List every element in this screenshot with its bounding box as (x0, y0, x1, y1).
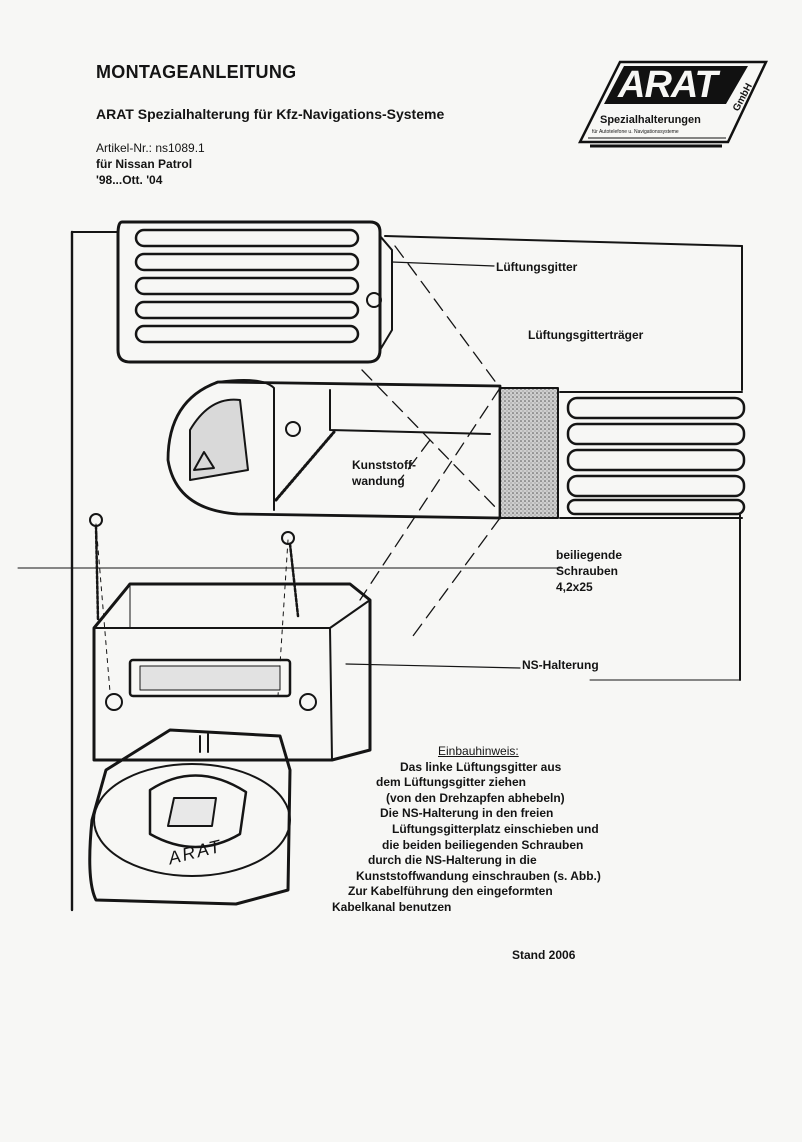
note-line: Zur Kabelführung den eingeformten (348, 884, 553, 899)
label-schrauben-line2: Schrauben (556, 564, 619, 578)
vent-grille-right (559, 391, 746, 519)
label-lueftungsgittertraeger: Lüftungsgitterträger (528, 328, 644, 342)
label-kunststoffwandung-line1: Kunststoff- (352, 458, 416, 472)
footer-stand: Stand 2006 (512, 948, 576, 962)
vehicle-years: '98...Ott. '04 (96, 173, 163, 187)
note-heading: Einbauhinweis: (438, 744, 519, 758)
note-line: Kunststoffwandung einschrauben (s. Abb.) (356, 868, 601, 883)
label-schrauben-line3: 4,2x25 (556, 580, 593, 594)
label-ns-halterung: NS-Halterung (522, 658, 599, 672)
logo-brand: ARAT (618, 64, 718, 106)
logo-small-print: für Autotelefone u. Navigationssysteme (592, 129, 679, 135)
logo-tagline: Spezialhalterungen (600, 114, 701, 126)
note-line: die beiden beiliegenden Schrauben (382, 837, 584, 852)
logo-parallelogram-icon (578, 60, 768, 148)
document-subtitle: ARAT Spezialhalterung für Kfz-Navigation… (96, 106, 445, 122)
note-line: Kabelkanal benutzen (332, 899, 452, 914)
article-number: Artikel-Nr.: ns1089.1 (96, 141, 205, 155)
note-line: Lüftungsgitterplatz einschieben und (392, 821, 599, 836)
note-line: dem Lüftungsgitter ziehen (376, 775, 526, 790)
arat-logo: ARAT GmbH Spezialhalterungen für Autotel… (578, 58, 768, 150)
vent-carrier (166, 379, 502, 520)
vehicle-model: für Nissan Patrol (96, 157, 193, 171)
vent-grille-top (116, 220, 393, 364)
ns-holder (92, 582, 372, 762)
note-line: (von den Drehzapfen abhebeln) (386, 790, 565, 805)
mount-foot (88, 728, 292, 906)
note-line: Das linke Lüftungsgitter aus (400, 759, 562, 774)
installation-note: Einbauhinweis: Das linke Lüftungsgitter … (330, 744, 680, 916)
label-kunststoffwandung-line2: wandung (352, 474, 405, 488)
note-line: durch die NS-Halterung in die (368, 853, 537, 868)
label-lueftungsgitter: Lüftungsgitter (496, 260, 578, 274)
note-line: Die NS-Halterung in den freien (380, 806, 554, 821)
label-schrauben-line1: beiliegende (556, 548, 623, 562)
document-title: MONTAGEANLEITUNG (96, 62, 297, 82)
